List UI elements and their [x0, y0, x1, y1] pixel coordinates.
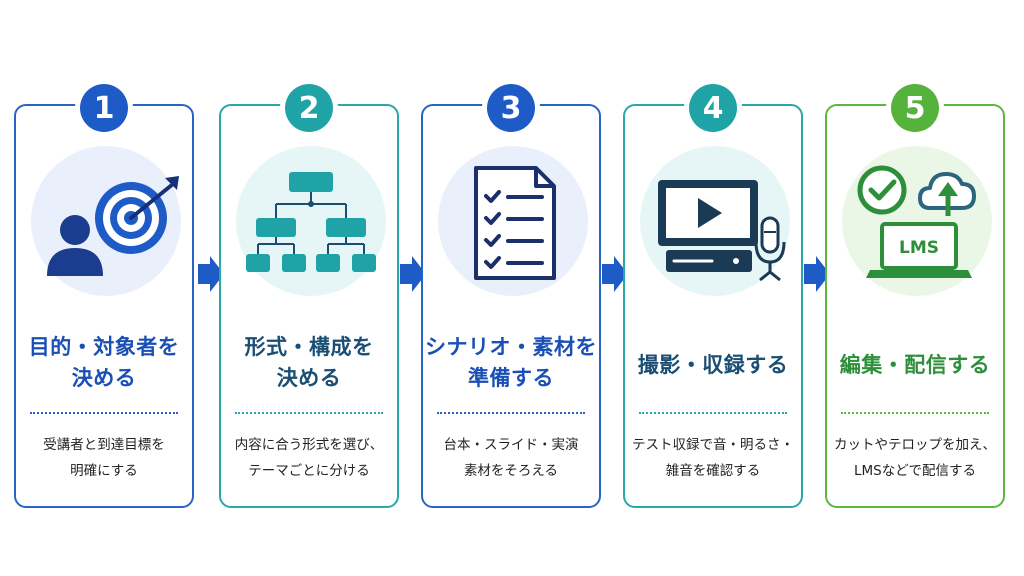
step-card-1: 目的・対象者を 決める 受講者と到達目標を 明確にする: [14, 104, 194, 508]
lms-label: LMS: [899, 238, 939, 258]
divider: [437, 412, 585, 414]
org-chart-icon: [246, 172, 376, 272]
step-title: シナリオ・素材を 準備する: [425, 335, 597, 390]
step-card-2: 形式・構成を 決める 内容に合う形式を選び、 テーマごとに分ける: [219, 104, 399, 508]
step-description: 内容に合う形式を選び、 テーマごとに分ける: [234, 437, 384, 479]
step-card-3: シナリオ・素材を 準備する 台本・スライド・実演 素材をそろえる: [421, 104, 601, 508]
arrow-right-icon: [198, 256, 224, 292]
step-number-badge: 5: [891, 84, 939, 132]
arrow-right-icon: [602, 256, 628, 292]
step-number-badge: 2: [285, 84, 333, 132]
checklist-document-icon: [474, 166, 556, 280]
step-description: カットやテロップを加え、 LMSなどで配信する: [834, 437, 996, 479]
step-card-4: 撮影・収録する テスト収録で音・明るさ・ 雑音を確認する: [623, 104, 803, 508]
step-number-badge: 3: [487, 84, 535, 132]
divider: [841, 412, 989, 414]
step-number-badge: 1: [80, 84, 128, 132]
step-title: 撮影・収録する: [637, 353, 789, 377]
icon-circle: [640, 146, 790, 296]
step-card-5: LMS 編集・配信する カットやテロップを加え、 LMSなどで配信する: [825, 104, 1005, 508]
step-description: 受講者と到達目標を 明確にする: [43, 437, 165, 479]
icon-circle: [31, 146, 181, 296]
step-description: テスト収録で音・明るさ・ 雑音を確認する: [632, 437, 794, 479]
step-description: 台本・スライド・実演 素材をそろえる: [443, 437, 579, 479]
icon-circle: [236, 146, 386, 296]
divider: [30, 412, 178, 414]
step-title: 目的・対象者を 決める: [28, 335, 180, 390]
step-title: 形式・構成を 決める: [244, 335, 374, 390]
arrow-right-icon: [804, 256, 830, 292]
arrow-right-icon: [400, 256, 426, 292]
step-title: 編集・配信する: [839, 353, 991, 377]
icon-circle: LMS: [842, 146, 992, 296]
person-target-icon: [47, 176, 179, 276]
divider: [639, 412, 787, 414]
step-number-badge: 4: [689, 84, 737, 132]
icon-circle: [438, 146, 588, 296]
check-upload-lms-laptop-icon: LMS: [857, 165, 976, 278]
video-monitor-microphone-icon: [658, 180, 786, 282]
divider: [235, 412, 383, 414]
